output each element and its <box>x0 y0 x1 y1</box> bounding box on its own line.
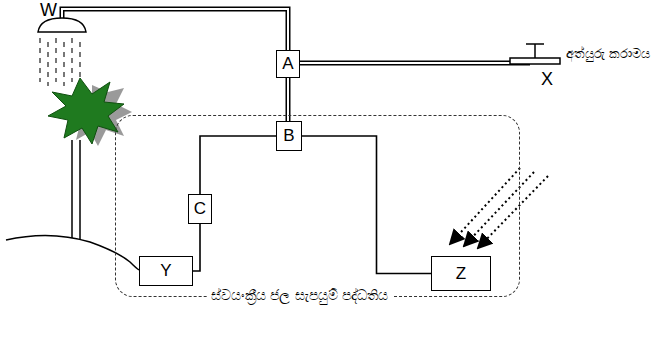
tap-symbol <box>510 44 560 64</box>
box-letter: B <box>283 126 294 146</box>
shower-head <box>38 18 86 32</box>
part-label: X <box>541 69 553 90</box>
system-boundary: ස්වයංක්‍රීය ජල සැපයුම් පද්ධතියBCYZ <box>115 115 520 297</box>
component-box: Y <box>139 256 193 286</box>
water-pipe <box>62 9 288 50</box>
box-letter: Z <box>456 264 466 284</box>
component-box: A <box>276 50 300 78</box>
system-label: ස්වයංක්‍රීය ජල සැපයුම් පද්ධතිය <box>208 282 392 309</box>
water-pipe <box>300 61 530 66</box>
component-box: B <box>276 121 302 151</box>
water-spray <box>40 38 80 86</box>
box-letter: A <box>282 54 293 74</box>
box-letter: C <box>194 199 206 219</box>
ground-line <box>6 235 139 270</box>
component-box: Z <box>431 256 491 291</box>
part-label: W <box>40 0 57 21</box>
pipe-connector <box>200 136 276 194</box>
plant <box>48 78 132 240</box>
pipe-connector <box>302 136 431 274</box>
sun-rays <box>450 168 548 248</box>
water-pipe-inner <box>300 62 530 64</box>
box-letter: Y <box>160 261 171 281</box>
water-pipe-inner <box>62 9 288 50</box>
pipe-connector <box>193 224 200 271</box>
component-box: C <box>188 194 212 224</box>
tap-label: අත්යුරු කරාමය <box>566 46 650 62</box>
